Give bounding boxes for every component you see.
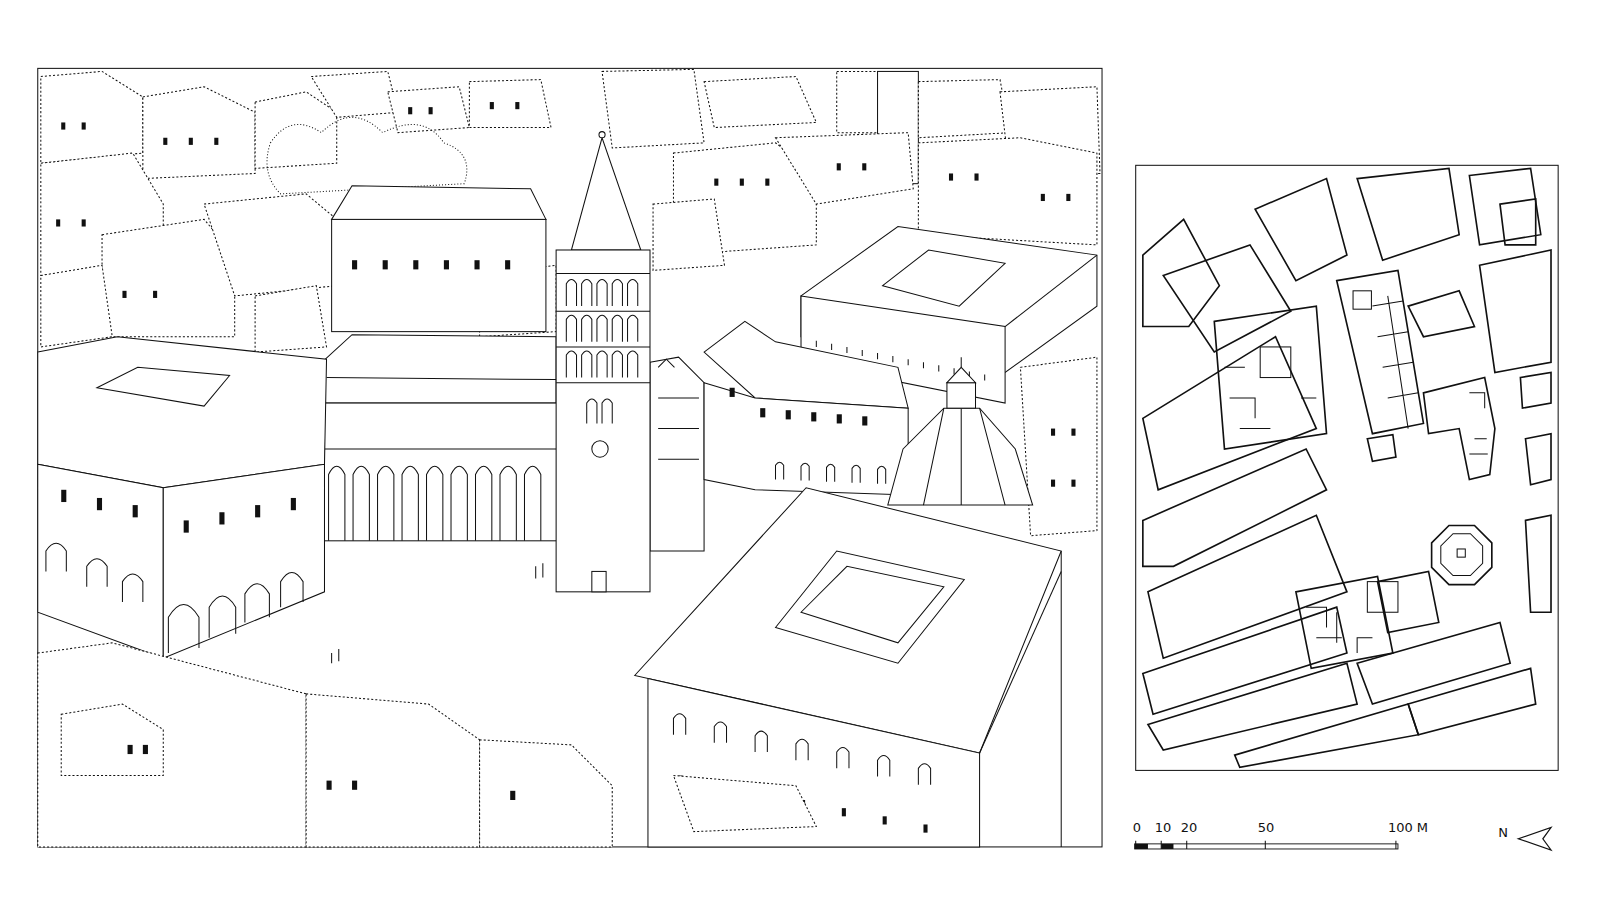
scale-label: 0 [1133, 821, 1141, 834]
north-arrow [1518, 828, 1551, 850]
scale-bar [1135, 841, 1398, 849]
view-frame [38, 68, 1102, 847]
north-label: N [1498, 826, 1508, 839]
scale-label: 10 [1155, 821, 1172, 834]
scale-label: 20 [1181, 821, 1198, 834]
scale-label: 50 [1258, 821, 1275, 834]
aerial-view [38, 69, 1100, 847]
site-plan [1143, 168, 1551, 767]
plan-frame [1136, 165, 1558, 770]
scale-label: 100 M [1388, 821, 1428, 834]
